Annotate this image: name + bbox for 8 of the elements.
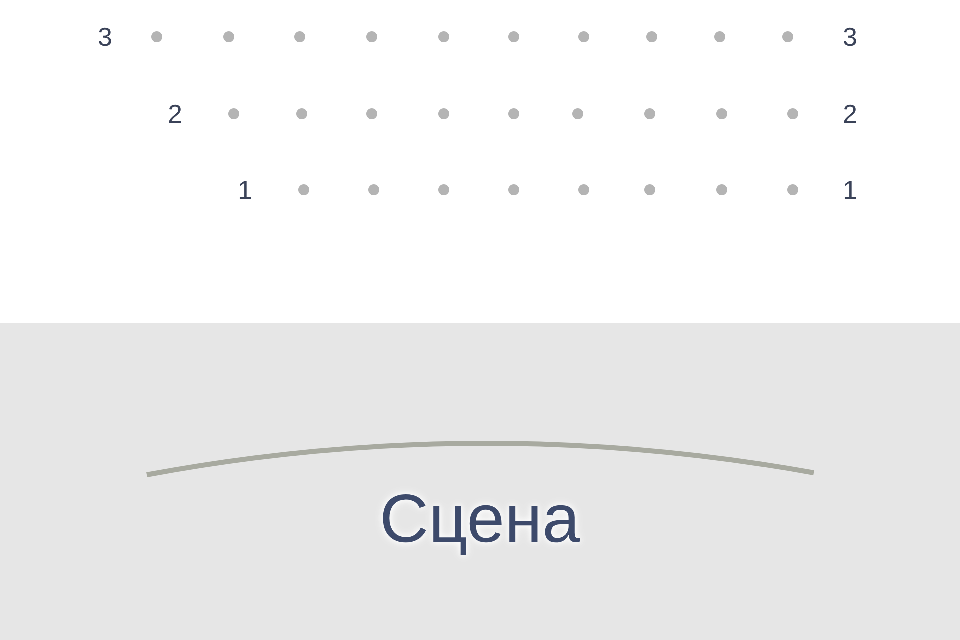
row-number: 2	[168, 101, 182, 127]
row-number: 1	[238, 177, 252, 203]
row-number: 1	[843, 177, 858, 203]
row-number: 2	[843, 101, 858, 127]
stage-label: Сцена	[378, 483, 582, 555]
stage-area	[0, 323, 960, 640]
row-number: 3	[843, 24, 858, 50]
row-number: 3	[98, 24, 112, 50]
